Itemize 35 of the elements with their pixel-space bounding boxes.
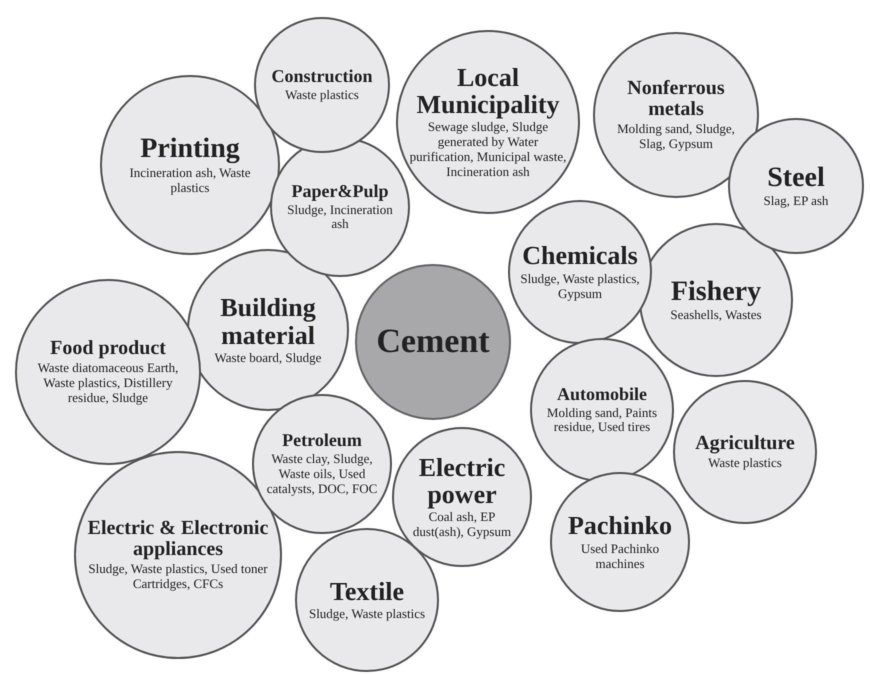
sector-title: Steel bbox=[767, 162, 825, 192]
sector-title: Electric & Electronic appliances bbox=[86, 518, 270, 560]
sector-title: Electric power bbox=[418, 454, 506, 508]
sector-title: Nonferrous metals bbox=[626, 78, 726, 120]
sector-title: Agriculture bbox=[695, 433, 795, 454]
waste-list: Sewage sludge, Sludge generated by Water purification, Municipal waste, Incineration ash bbox=[408, 120, 568, 180]
sector-title: Food product bbox=[50, 338, 166, 360]
sector-title: Automobile bbox=[557, 384, 647, 404]
waste-list: Molding sand, Sludge, Slag, Gypsum bbox=[616, 122, 736, 152]
sector-title: Printing bbox=[140, 134, 240, 164]
sector-title: Fishery bbox=[670, 276, 762, 306]
sector-title: Petroleum bbox=[282, 431, 362, 450]
waste-list: Waste diatomaceous Earth, Waste plastics, Distillery residue, Sludge bbox=[28, 361, 188, 406]
sector-title: Construction bbox=[271, 67, 372, 86]
waste-list: Slag, EP ash bbox=[764, 194, 828, 210]
waste-list: Molding sand, Paints residue, Used tires bbox=[537, 406, 667, 436]
waste-list: Used Pachinko machines bbox=[560, 542, 680, 572]
sector-title: Paper&Pulp bbox=[292, 182, 388, 200]
waste-list: Waste plastics bbox=[708, 456, 782, 471]
waste-list: Sludge, Waste plastics, Used toner Cartridges, CFCs bbox=[78, 562, 278, 592]
waste-list: Sludge, Waste plastics, Gypsum bbox=[520, 272, 640, 302]
sector-title: Pachinko bbox=[568, 512, 672, 540]
sector-title: Cement bbox=[376, 324, 490, 360]
sector-title: Building material bbox=[219, 294, 317, 349]
sector-title: Local Municipality bbox=[415, 64, 560, 118]
waste-list: Incineration ash, Waste plastics bbox=[120, 166, 260, 196]
sector-title: Chemicals bbox=[522, 242, 638, 270]
waste-list: Coal ash, EP dust(ash), Gypsum bbox=[402, 510, 522, 540]
sector-title: Textile bbox=[330, 578, 404, 606]
waste-list: Waste plastics bbox=[285, 88, 359, 103]
waste-list: Sludge, Incineration ash bbox=[280, 202, 400, 232]
waste-list: Waste board, Sludge bbox=[214, 350, 322, 366]
waste-list: Seashells, Wastes bbox=[670, 308, 762, 324]
waste-list: Waste clay, Sludge, Waste oils, Used catalysts, DOC, FOC bbox=[262, 452, 382, 497]
waste-list: Sludge, Waste plastics bbox=[308, 607, 426, 622]
